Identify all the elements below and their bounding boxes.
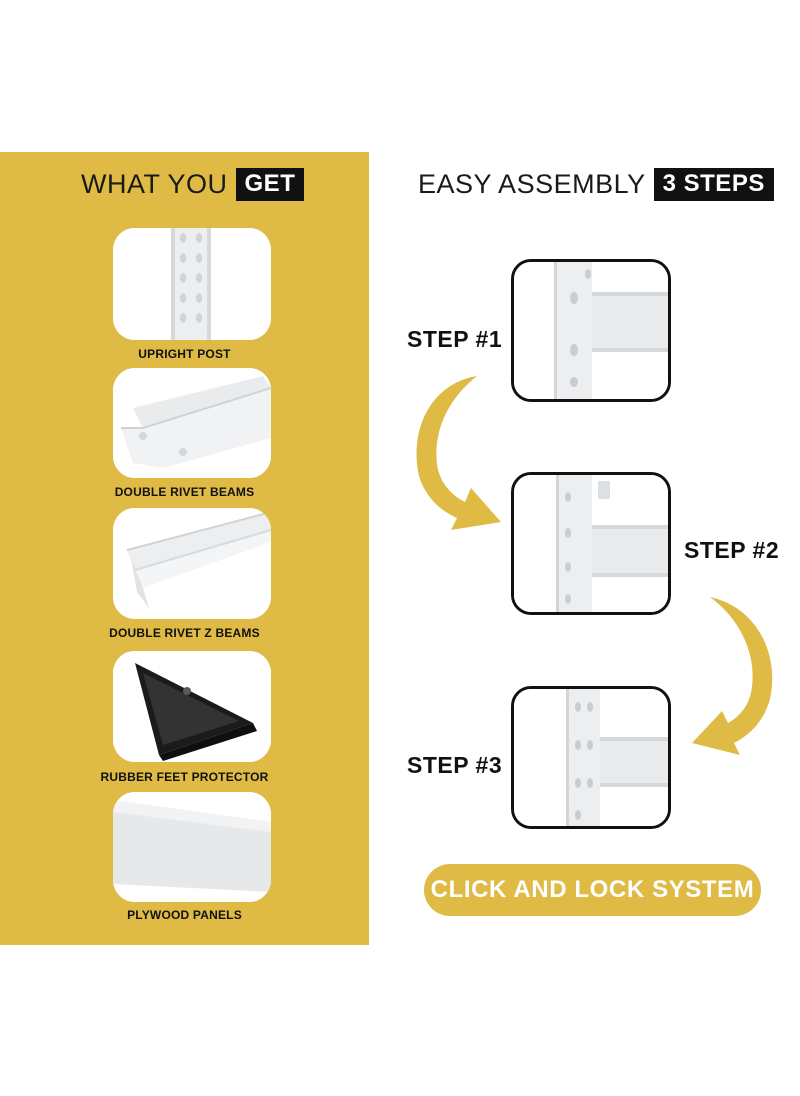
easy-assembly-title-badge: 3 STEPS (653, 168, 774, 201)
step-2-image (511, 472, 671, 615)
easy-assembly-title: EASY ASSEMBLY 3 STEPS (418, 168, 774, 201)
step-3-label: STEP #3 (407, 752, 503, 778)
what-you-get-title-text: WHAT YOU (81, 169, 228, 199)
item-label-double-rivet-z-beams: DOUBLE RIVET Z BEAMS (109, 626, 260, 640)
what-you-get-title-badge: GET (235, 168, 305, 201)
step-3-image (511, 686, 671, 829)
curved-arrow-1-icon (416, 376, 501, 530)
step-1-image (511, 259, 671, 402)
plywood-panels-image (113, 792, 271, 902)
step-1-label: STEP #1 (407, 326, 503, 352)
click-and-lock-system-badge: CLICK AND LOCK SYSTEM (424, 864, 761, 916)
what-you-get-title: WHAT YOU GET (81, 168, 305, 201)
rubber-feet-protector-image (113, 651, 271, 762)
item-label-upright-post: UPRIGHT POST (138, 347, 231, 361)
item-label-plywood-panels: PLYWOOD PANELS (127, 908, 242, 922)
easy-assembly-title-text: EASY ASSEMBLY (418, 169, 646, 199)
item-label-double-rivet-beams: DOUBLE RIVET BEAMS (114, 485, 255, 499)
double-rivet-z-beams-image (113, 508, 271, 619)
step-2-label: STEP #2 (684, 537, 780, 563)
double-rivet-beams-image (113, 368, 271, 478)
curved-arrow-2-icon (692, 597, 773, 755)
upright-post-image (113, 228, 271, 340)
item-label-rubber-feet-protector: RUBBER FEET PROTECTOR (100, 770, 269, 784)
